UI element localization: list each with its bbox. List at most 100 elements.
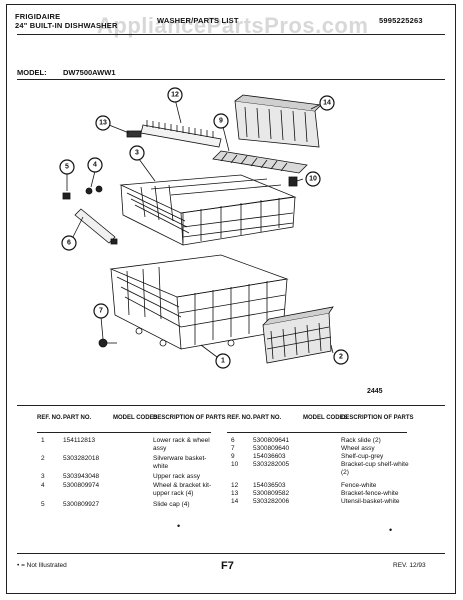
bullet-right: • xyxy=(389,525,393,535)
upper-rack-part xyxy=(119,174,297,246)
fence-bracket-part xyxy=(126,130,142,138)
svg-text:6: 6 xyxy=(67,240,71,247)
part-no: 5300809927 xyxy=(63,501,100,508)
callout-13: 13 xyxy=(95,115,111,131)
part-no: 5300809582 xyxy=(253,490,290,497)
part-desc: Bracket-fence-white xyxy=(341,490,399,497)
header-desc-left: DESCRIPTION OF PARTS xyxy=(153,415,226,421)
callout-7: 7 xyxy=(93,303,109,319)
part-desc: Shelf-cup-grey xyxy=(341,453,384,460)
part-desc: Silverware basket-white xyxy=(153,455,207,470)
svg-text:10: 10 xyxy=(309,176,317,183)
part-no: 154036603 xyxy=(253,453,286,460)
header-rule xyxy=(17,34,445,35)
part-no: 5300809974 xyxy=(63,482,100,489)
part-desc: Upper rack assy xyxy=(153,473,200,480)
not-illustrated-note: • = Not Illustrated xyxy=(17,562,67,569)
model-label: MODEL: xyxy=(17,68,47,77)
wheel-bracket-part xyxy=(85,185,103,195)
header-part-left: PART NO. xyxy=(63,415,92,421)
ref-no: 6 xyxy=(231,437,235,444)
part-desc: Wheel assy xyxy=(341,445,375,452)
part-desc: Utensil-basket-white xyxy=(341,498,400,505)
part-no: 5303943048 xyxy=(63,473,100,480)
wheel-assy-part xyxy=(98,338,117,348)
header-ref-right: REF. NO. xyxy=(227,415,253,421)
part-desc: Lower rack & wheel assy xyxy=(153,437,210,452)
brand-name: FRIGIDAIRE xyxy=(15,12,61,21)
callout-3: 3 xyxy=(129,145,145,161)
parts-sheet: AppliancePartsPros.com FRIGIDAIRE 24" BU… xyxy=(6,4,456,594)
ref-no: 13 xyxy=(231,490,239,497)
ref-no: 14 xyxy=(231,498,239,505)
table-rule-right xyxy=(227,432,407,433)
callout-5: 5 xyxy=(59,159,75,175)
doc-number: 5995225263 xyxy=(379,16,423,25)
cup-shelf-bracket-part xyxy=(288,176,298,187)
part-no: 5300809640 xyxy=(253,445,290,452)
revision: REV. 12/93 xyxy=(393,562,426,569)
svg-text:3: 3 xyxy=(135,150,139,157)
ref-no: 4 xyxy=(41,482,45,489)
svg-text:12: 12 xyxy=(171,92,179,99)
callout-4: 4 xyxy=(87,157,103,173)
part-desc: Wheel & bracket kit-upper rack (4) xyxy=(153,482,212,497)
part-desc: Slide cap (4) xyxy=(153,501,190,508)
part-no: 5303282006 xyxy=(253,498,290,505)
svg-text:1: 1 xyxy=(221,358,225,365)
ref-no: 9 xyxy=(231,453,235,460)
product-subtitle: 24" BUILT-IN DISHWASHER xyxy=(15,21,118,30)
table-rule-left xyxy=(37,432,211,433)
part-desc: Rack slide (2) xyxy=(341,437,381,444)
lower-rack-part xyxy=(109,254,289,350)
silverware-basket-part xyxy=(262,306,334,364)
ref-no: 1 xyxy=(41,437,45,444)
utensil-basket-part xyxy=(234,94,322,148)
part-no: 5300809641 xyxy=(253,437,290,444)
svg-text:4: 4 xyxy=(93,162,97,169)
part-no: 5303282018 xyxy=(63,455,100,462)
header-part-right: PART NO. xyxy=(253,415,282,421)
ref-no: 12 xyxy=(231,482,239,489)
callout-12: 12 xyxy=(167,87,183,103)
header-ref-left: REF. NO. xyxy=(37,415,63,421)
cup-shelf-part xyxy=(212,150,308,174)
callout-14: 14 xyxy=(319,95,335,111)
svg-text:14: 14 xyxy=(323,100,331,107)
fence-part xyxy=(140,120,222,148)
ref-no: 7 xyxy=(231,445,235,452)
svg-text:5: 5 xyxy=(65,164,69,171)
ref-no: 2 xyxy=(41,455,45,462)
figure-number: 2445 xyxy=(367,388,383,395)
callout-1: 1 xyxy=(215,353,231,369)
watermark: AppliancePartsPros.com xyxy=(97,13,369,38)
callout-10: 10 xyxy=(305,171,321,187)
header-model-left: MODEL CODES xyxy=(113,415,158,421)
bullet-left: • xyxy=(177,521,181,531)
exploded-diagram: 12 13 14 9 10 3 4 5 6 7 1 2 2445 xyxy=(59,87,383,395)
svg-text:7: 7 xyxy=(99,308,103,315)
header-desc-right: DESCRIPTION OF PARTS xyxy=(341,415,414,421)
part-desc: Fence-white xyxy=(341,482,377,489)
model-number: DW7500AWW1 xyxy=(63,68,116,77)
svg-text:2: 2 xyxy=(339,354,343,361)
ref-no: 5 xyxy=(41,501,45,508)
callout-9: 9 xyxy=(213,113,229,129)
svg-text:9: 9 xyxy=(219,118,223,125)
callout-6: 6 xyxy=(61,235,77,251)
model-rule xyxy=(17,79,445,80)
ref-no: 10 xyxy=(231,461,239,468)
rack-slide-part xyxy=(74,208,118,245)
page-number: F7 xyxy=(221,560,234,572)
slide-cap-part xyxy=(62,192,71,200)
svg-text:13: 13 xyxy=(99,120,107,127)
part-no: 154036503 xyxy=(253,482,286,489)
diagram-rule xyxy=(17,405,445,406)
part-no: 154112813 xyxy=(63,437,96,444)
part-desc: Bracket-cup shelf-white (2) xyxy=(341,461,409,476)
callout-2: 2 xyxy=(333,349,349,365)
header-model-right: MODEL CODES xyxy=(303,415,348,421)
ref-no: 3 xyxy=(41,473,45,480)
part-no: 5303282005 xyxy=(253,461,290,468)
footer-rule xyxy=(17,553,445,554)
